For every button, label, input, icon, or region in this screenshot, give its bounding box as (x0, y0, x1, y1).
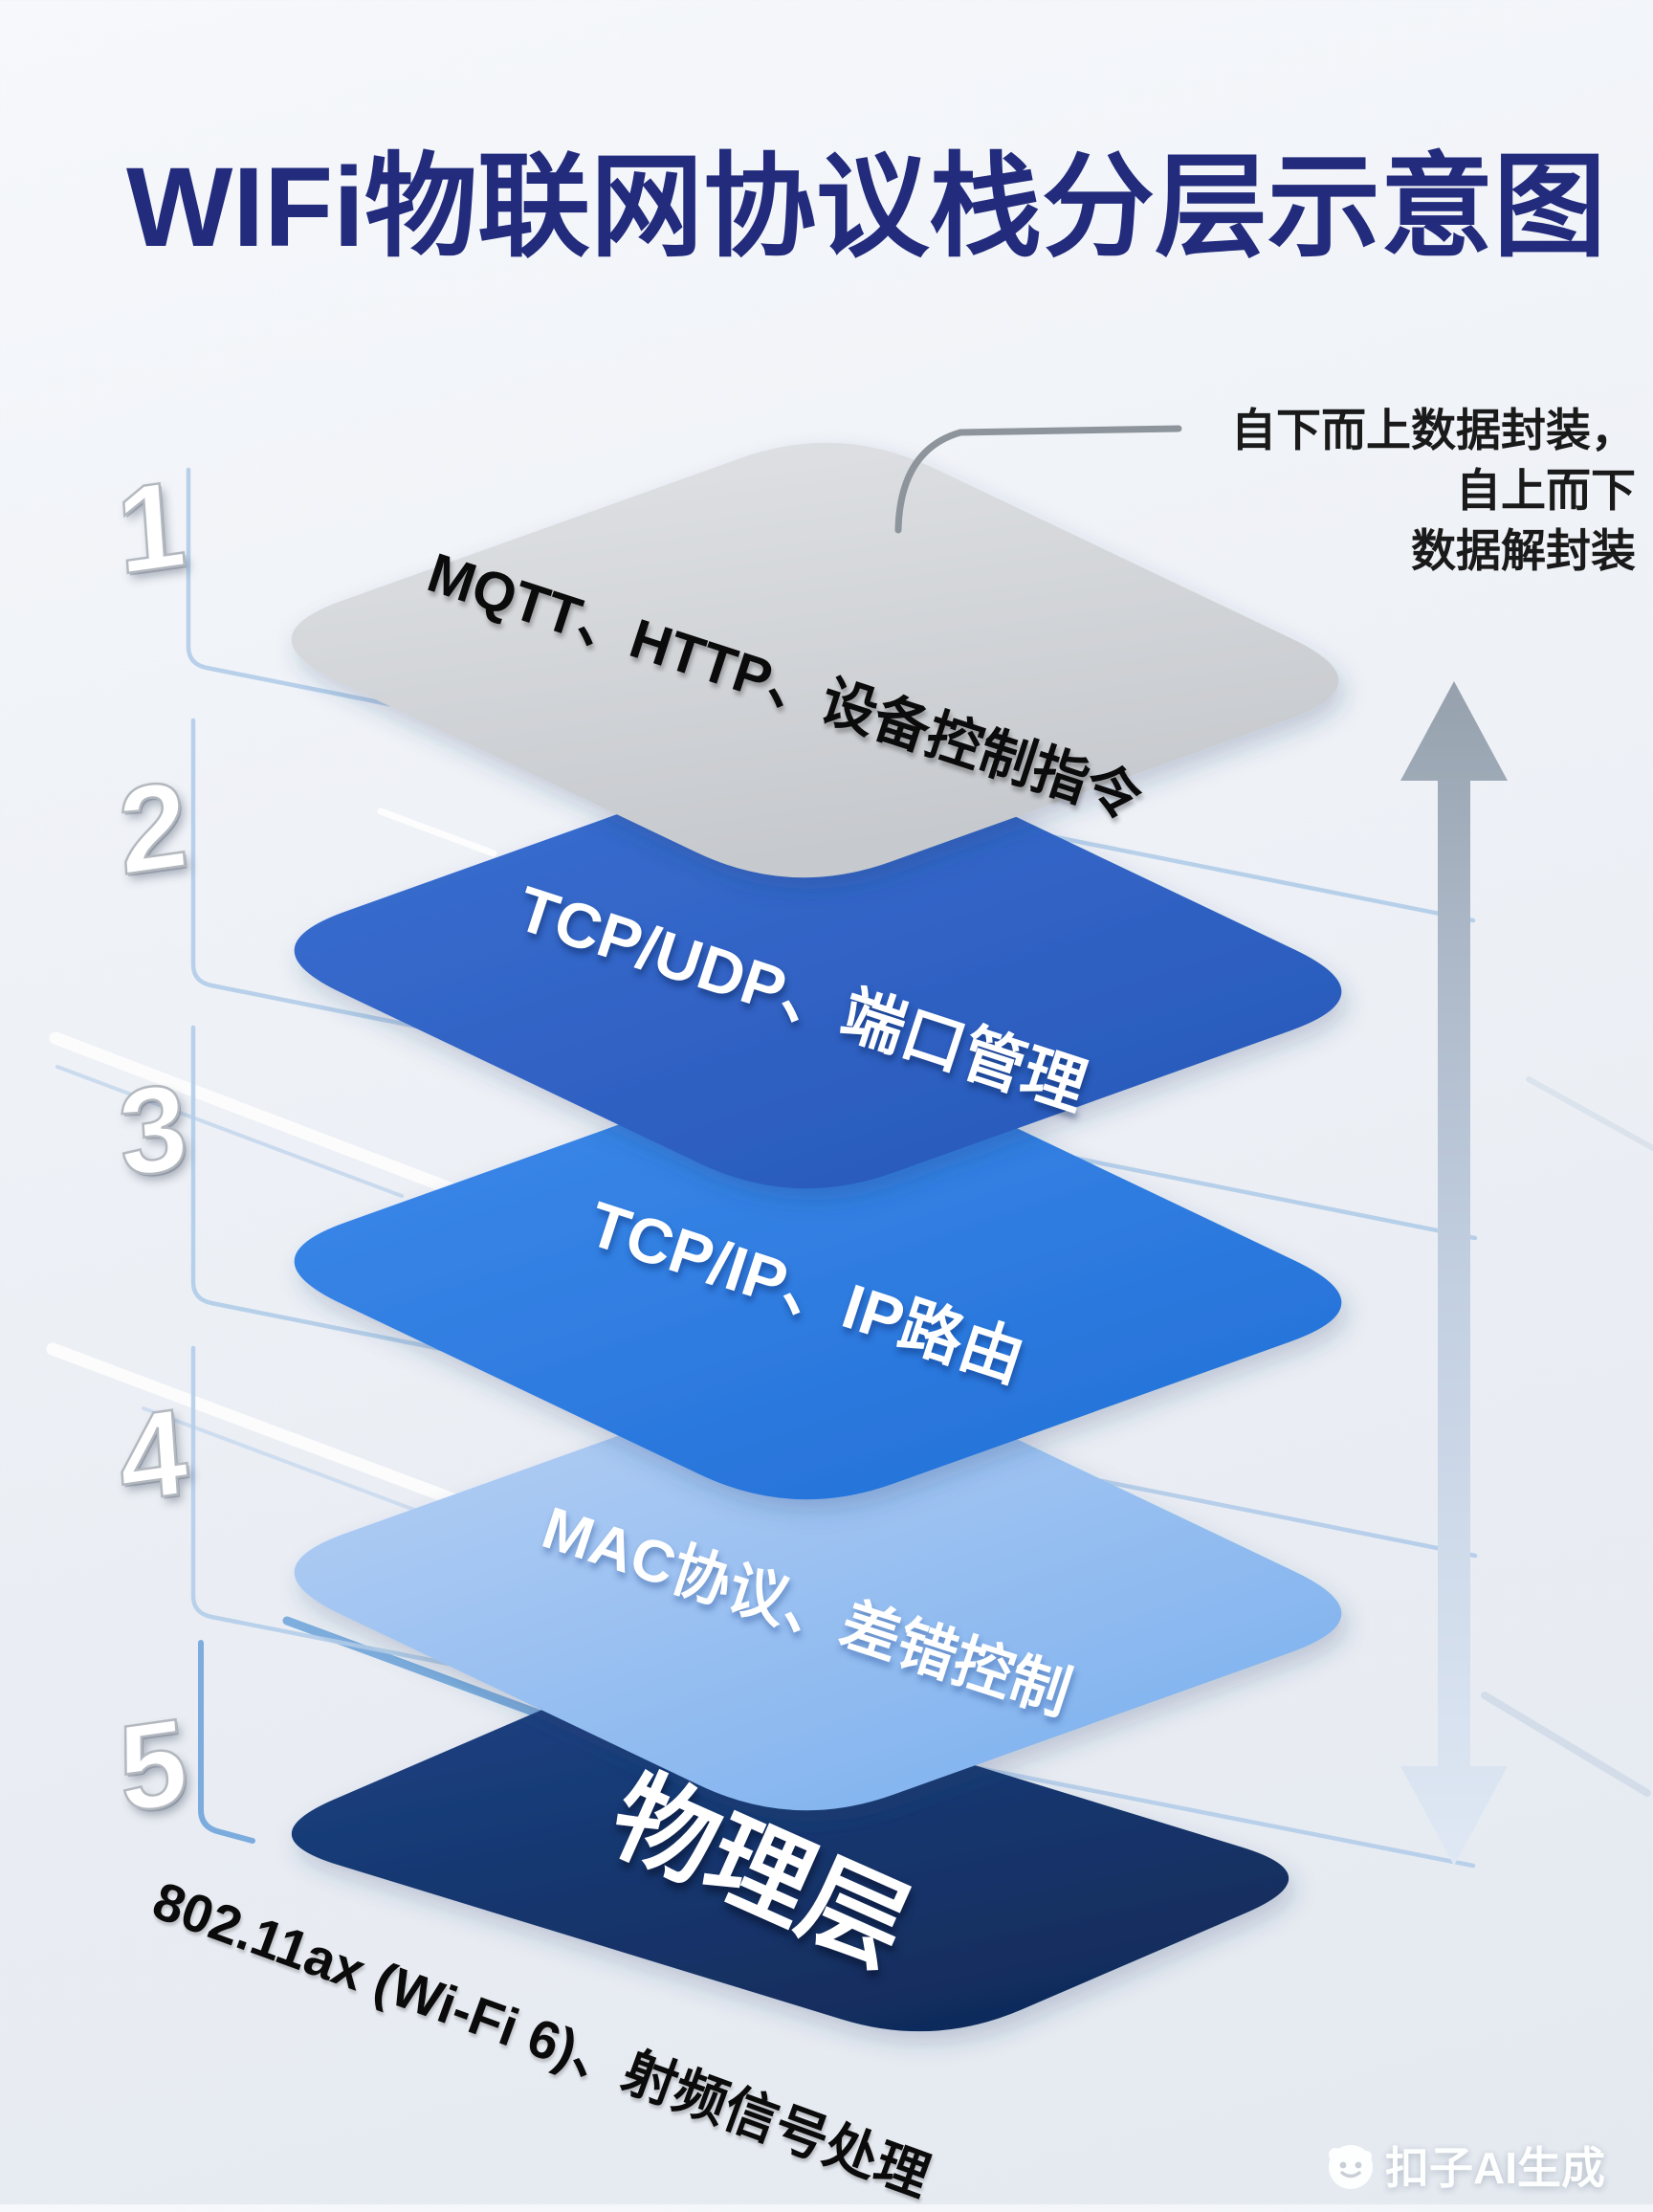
encapsulation-annotation: 自下而上数据封装， 自上而下 数据解封装 (1231, 400, 1636, 581)
layer-number-4: 4 (114, 1382, 193, 1530)
streak-line (1481, 1692, 1651, 1797)
watermark-label: 扣子AI生成 (1385, 2143, 1605, 2193)
layer-number-3: 3 (114, 1056, 193, 1205)
layer4-shape-mac (294, 1375, 1342, 1811)
page-title: WIFi物联网协议栈分层示意图 (126, 144, 1607, 271)
layer3-shape-ip (294, 1064, 1342, 1500)
bracket-line-3 (190, 1025, 1478, 1559)
bracket-line-2 (190, 718, 1478, 1241)
streak-line (55, 1065, 404, 1198)
mascot-icon (1329, 2145, 1373, 2189)
annotation-line-2: 自上而下 (1456, 465, 1636, 516)
streak-line (1526, 1076, 1653, 1151)
layer-bracket-lines (186, 467, 1478, 1869)
updown-arrow-icon (1400, 681, 1508, 1866)
layer2-shape-transport (294, 753, 1342, 1189)
callout-line (894, 425, 1182, 534)
layer5-shape-physical (291, 1680, 1289, 2032)
layer1-shape-application (291, 442, 1339, 878)
annotation-line-3: 数据解封装 (1411, 525, 1636, 576)
layer-number-2: 2 (114, 754, 193, 902)
layer-number-1: 1 (112, 453, 191, 602)
watermark: 扣子AI生成 (1324, 2134, 1605, 2197)
highlight-streak (377, 807, 497, 857)
annotation-line-1: 自下而上数据封装， (1231, 405, 1636, 455)
bracket-line-5 (198, 1640, 255, 1844)
bracket-line-1 (186, 467, 1476, 923)
layer-number-5: 5 (114, 1692, 193, 1840)
bracket-line-4 (190, 1345, 1476, 1869)
